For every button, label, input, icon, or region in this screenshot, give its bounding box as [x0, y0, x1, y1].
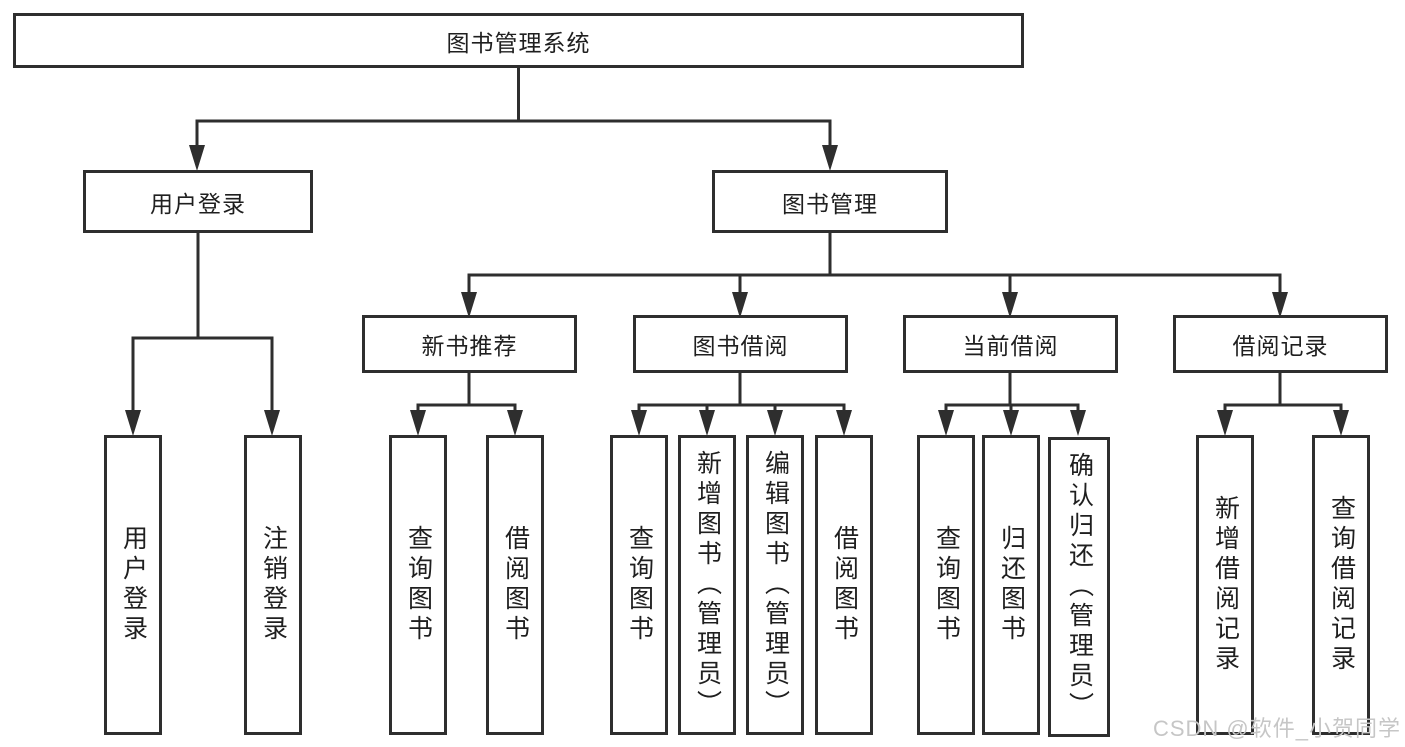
leaf-add-book-admin: 新增图书（管理员） — [678, 435, 736, 735]
leaf-add-borrow-record: 新增借阅记录 — [1196, 435, 1254, 735]
leaf-query-books-borrow-label: 查询图书 — [625, 525, 654, 645]
leaf-return-book: 归还图书 — [982, 435, 1040, 735]
leaf-add-borrow-record-label: 新增借阅记录 — [1211, 495, 1240, 675]
leaf-add-book-admin-label: 新增图书（管理员） — [693, 450, 722, 720]
leaf-borrow-books-recommend: 借阅图书 — [486, 435, 544, 735]
leaf-query-borrow-record-label: 查询借阅记录 — [1327, 495, 1356, 675]
node-book-management: 图书管理 — [712, 170, 948, 233]
leaf-edit-book-admin-label: 编辑图书（管理员） — [761, 450, 790, 720]
leaf-query-books-recommend: 查询图书 — [389, 435, 447, 735]
leaf-query-borrow-record: 查询借阅记录 — [1312, 435, 1370, 735]
leaf-query-books-borrow: 查询图书 — [610, 435, 668, 735]
leaf-return-book-label: 归还图书 — [997, 525, 1026, 645]
leaf-borrow-books-recommend-label: 借阅图书 — [501, 525, 530, 645]
node-book-borrow: 图书借阅 — [633, 315, 848, 373]
node-current-borrow: 当前借阅 — [903, 315, 1118, 373]
leaf-query-books-recommend-label: 查询图书 — [404, 525, 433, 645]
leaf-borrow-books-2-label: 借阅图书 — [830, 525, 859, 645]
leaf-confirm-return-admin-label: 确认归还（管理员） — [1065, 452, 1094, 722]
leaf-edit-book-admin: 编辑图书（管理员） — [746, 435, 804, 735]
leaf-query-books-current-label: 查询图书 — [932, 525, 961, 645]
node-borrow-records: 借阅记录 — [1173, 315, 1388, 373]
leaf-confirm-return-admin: 确认归还（管理员） — [1048, 437, 1110, 737]
node-user-login: 用户登录 — [83, 170, 313, 233]
node-library-system: 图书管理系统 — [13, 13, 1024, 68]
leaf-logout-label: 注销登录 — [259, 525, 288, 645]
node-new-book-recommend: 新书推荐 — [362, 315, 577, 373]
leaf-logout: 注销登录 — [244, 435, 302, 735]
leaf-user-login-label: 用户登录 — [119, 525, 148, 645]
leaf-user-login: 用户登录 — [104, 435, 162, 735]
leaf-borrow-books-2: 借阅图书 — [815, 435, 873, 735]
leaf-query-books-current: 查询图书 — [917, 435, 975, 735]
csdn-watermark: CSDN @软件_小贺同学 — [1152, 716, 1401, 741]
